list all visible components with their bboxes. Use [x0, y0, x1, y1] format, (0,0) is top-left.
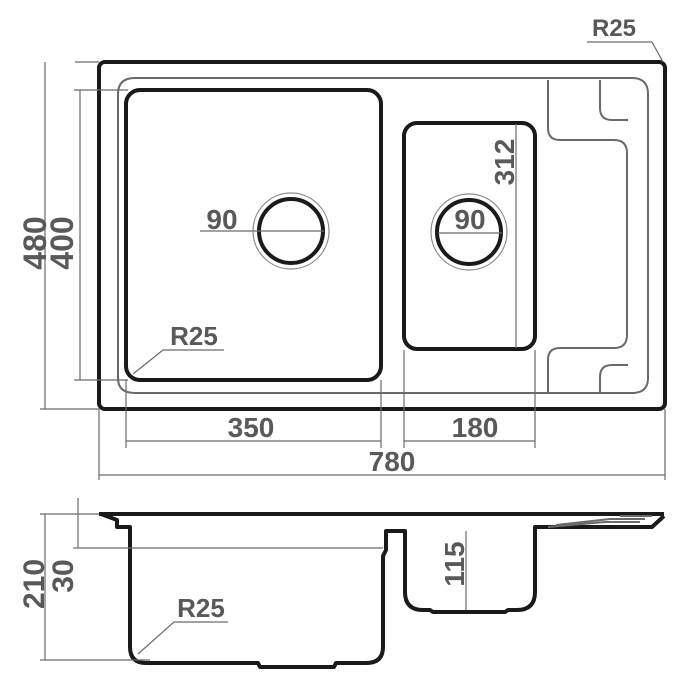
- section-profile: [100, 512, 666, 669]
- main-bowl: [124, 88, 383, 382]
- drainboard-groove: [547, 80, 628, 392]
- overall-length-label: 780: [369, 446, 416, 477]
- main-bowl-length-label: 350: [228, 412, 275, 443]
- r25-bowl-leader-arrow: [132, 349, 164, 375]
- main-bowl-radius-label: R25: [170, 321, 218, 351]
- inner-rim-line: [117, 77, 649, 394]
- section-view: 210 30 115 R25: [18, 498, 666, 669]
- small-bowl: [402, 121, 537, 351]
- small-drain-label: 90: [454, 204, 485, 235]
- rim-offset-label: 30: [47, 559, 80, 592]
- sink-outline: [97, 60, 667, 411]
- small-bowl-width-label: 312: [489, 139, 520, 186]
- top-view: R25 480 400 90 90 312 R25 350 180: [17, 15, 667, 480]
- r25-section-leader-arrow: [137, 621, 175, 655]
- bowl-radius-label: R25: [177, 593, 225, 623]
- r25-top-leader-arrow: [651, 41, 664, 63]
- drainboard-groove-notch-top: [599, 80, 628, 121]
- small-bowl-depth-label: 115: [439, 541, 470, 586]
- drainboard-groove-notch-bottom: [599, 364, 628, 392]
- small-drain-inner: [435, 198, 503, 266]
- small-bowl-length-label: 180: [452, 412, 499, 443]
- main-bowl-width-label: 400: [44, 216, 80, 269]
- total-depth-label: 210: [18, 559, 51, 609]
- overall-width-label: 480: [17, 216, 53, 269]
- corner-radius-label: R25: [592, 15, 636, 42]
- main-drain-label: 90: [206, 204, 237, 235]
- drainboard-ribs: [547, 515, 652, 528]
- small-drain-outer: [430, 193, 508, 271]
